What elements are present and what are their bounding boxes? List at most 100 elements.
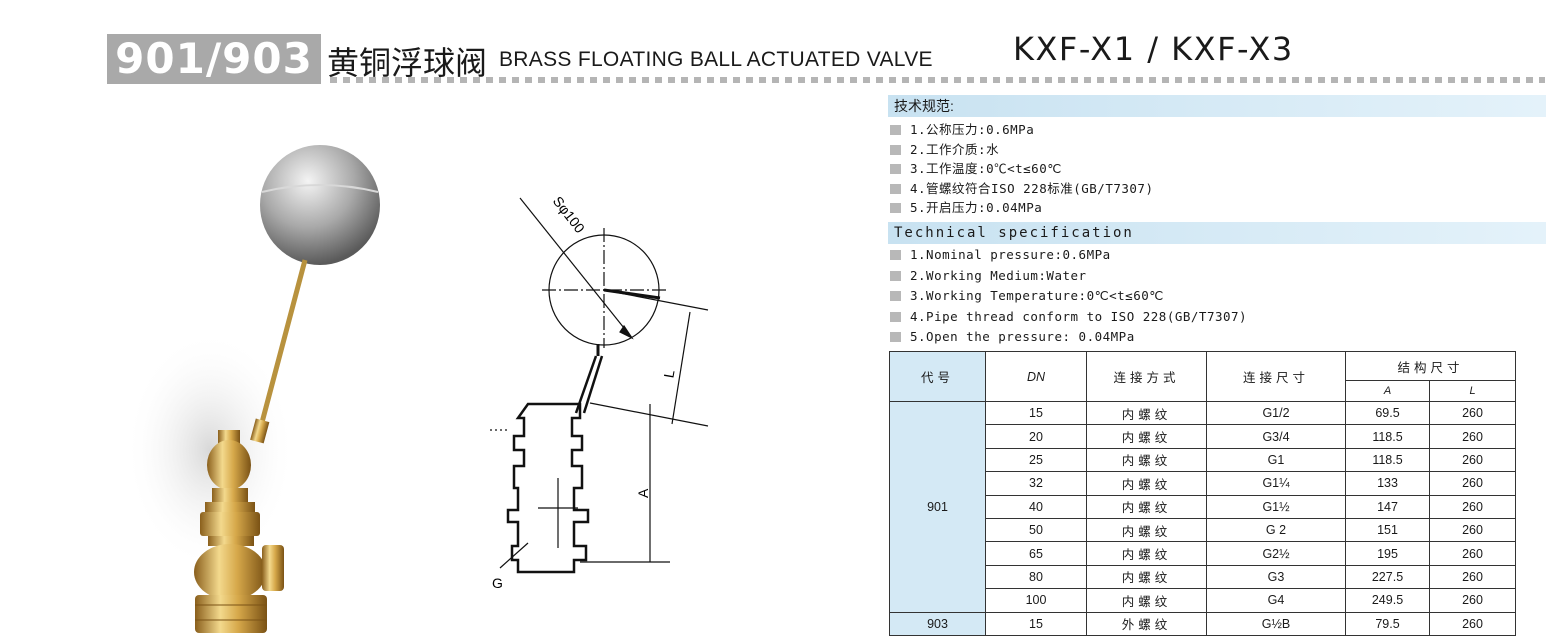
header-connection-type: 连接方式 [1086, 351, 1207, 402]
a-cell: 195 [1345, 541, 1430, 566]
dn-cell: 80 [985, 564, 1087, 590]
bullet-square-icon [890, 311, 901, 322]
bullet-square-icon [890, 144, 901, 155]
a-cell: 69.5 [1345, 400, 1430, 426]
header-dimensions: 结构尺寸 [1344, 351, 1517, 381]
size-cell: G2½ [1206, 541, 1346, 566]
type-cell: 内螺纹 [1086, 471, 1207, 496]
type-cell: 内螺纹 [1086, 541, 1207, 566]
header-l: L [1428, 380, 1517, 402]
header-a: A [1345, 380, 1430, 402]
l-cell: 260 [1428, 541, 1517, 566]
a-cell: 118.5 [1345, 447, 1430, 473]
dn-cell: 32 [985, 471, 1087, 496]
bullet-square-icon [890, 164, 901, 175]
spec-en-list: 1.Nominal pressure:0.6MPa 2.Working Medi… [890, 245, 1247, 348]
type-cell: 内螺纹 [1086, 447, 1207, 473]
dn-cell: 15 [985, 611, 1087, 636]
bullet-square-icon [890, 125, 901, 135]
spec-cn-item: 5.开启压力:0.04MPa [890, 198, 1154, 218]
l-cell: 260 [1428, 424, 1517, 449]
dn-cell: 40 [985, 494, 1087, 519]
sphere-diameter-label: Sφ100 [550, 193, 588, 236]
dn-cell: 20 [985, 424, 1087, 449]
l-cell: 260 [1428, 447, 1517, 473]
technical-drawing: Sφ100 L A G [490, 193, 709, 591]
a-cell: 118.5 [1345, 424, 1430, 449]
table-row: 32 内螺纹 G1¼ 133 260 [890, 471, 1517, 496]
type-cell: 内螺纹 [1086, 588, 1207, 613]
size-cell: G3/4 [1206, 424, 1346, 449]
size-cell: G4 [1206, 588, 1346, 613]
a-cell: 227.5 [1345, 564, 1430, 590]
thread-G-label: G [492, 575, 503, 591]
dashed-divider [330, 77, 1545, 83]
type-cell: 外螺纹 [1086, 611, 1207, 636]
spec-table: 代号 DN 连接方式 连接尺寸 结构尺寸 A L 901 15 内螺纹 G1/2… [889, 351, 1517, 636]
size-cell: G3 [1206, 564, 1346, 590]
size-cell: G½B [1206, 611, 1346, 636]
group-code-cell: 903 [889, 611, 986, 636]
spec-en-item: 1.Nominal pressure:0.6MPa [890, 245, 1247, 266]
l-cell: 260 [1428, 471, 1517, 496]
bullet-square-icon [890, 291, 901, 302]
l-cell: 260 [1428, 564, 1517, 590]
table-row: 40 内螺纹 G1½ 147 260 [890, 494, 1517, 519]
type-cell: 内螺纹 [1086, 424, 1207, 449]
a-cell: 151 [1345, 517, 1430, 543]
spec-en-heading: Technical specification [888, 222, 1546, 244]
table-row: 65 内螺纹 G2½ 195 260 [890, 541, 1517, 566]
dn-cell: 15 [985, 400, 1087, 426]
table-row: 100 内螺纹 G4 249.5 260 [890, 588, 1517, 613]
l-cell: 260 [1428, 494, 1517, 519]
header-dn: DN [985, 351, 1087, 402]
dimension-L-label: L [660, 368, 677, 379]
valve-photo [125, 145, 380, 633]
spec-en-item: 4.Pipe thread conform to ISO 228(GB/T730… [890, 307, 1247, 328]
spec-cn-item: 4.管螺纹符合ISO 228标准(GB/T7307) [890, 179, 1154, 199]
table-row: 901 15 内螺纹 G1/2 69.5 260 [889, 400, 1517, 613]
header-code: 代号 [889, 351, 986, 402]
spec-en-item: 2.Working Medium:Water [890, 266, 1247, 287]
size-cell: G1½ [1206, 494, 1346, 519]
a-cell: 147 [1345, 494, 1430, 519]
spec-cn-item: 3.工作温度:0℃<t≤60℃ [890, 159, 1154, 179]
dn-cell: 65 [985, 541, 1087, 566]
a-cell: 133 [1345, 471, 1430, 496]
l-cell: 260 [1428, 588, 1517, 613]
size-cell: G 2 [1206, 517, 1346, 543]
spec-cn-heading: 技术规范: [888, 95, 1546, 117]
table-row: 25 内螺纹 G1 118.5 260 [890, 447, 1517, 473]
english-title: BRASS FLOATING BALL ACTUATED VALVE [499, 48, 933, 71]
header-connection-size: 连接尺寸 [1206, 351, 1346, 402]
type-cell: 内螺纹 [1086, 564, 1207, 590]
a-cell: 79.5 [1345, 611, 1430, 636]
spec-en-item: 5.Open the pressure: 0.04MPa [890, 327, 1247, 348]
chinese-title: 黄铜浮球阀 [327, 44, 488, 82]
spec-en-item: 3.Working Temperature:0℃<t≤60℃ [890, 286, 1247, 307]
l-cell: 260 [1428, 611, 1517, 636]
model-number: KXF-X1 / KXF-X3 [1013, 30, 1294, 68]
dimension-A-label: A [635, 488, 651, 498]
spec-cn-item: 1.公称压力:0.6MPa [890, 120, 1154, 140]
l-cell: 260 [1428, 517, 1517, 543]
a-cell: 249.5 [1345, 588, 1430, 613]
size-cell: G1 [1206, 447, 1346, 473]
bullet-square-icon [890, 270, 901, 281]
bullet-square-icon [890, 250, 901, 260]
spec-cn-item: 2.工作介质:水 [890, 140, 1154, 160]
size-cell: G1¼ [1206, 471, 1346, 496]
dn-cell: 100 [985, 588, 1087, 613]
bullet-square-icon [890, 332, 901, 343]
dn-cell: 25 [985, 447, 1087, 473]
spec-cn-list: 1.公称压力:0.6MPa 2.工作介质:水 3.工作温度:0℃<t≤60℃ 4… [890, 120, 1154, 218]
type-cell: 内螺纹 [1086, 517, 1207, 543]
table-row: 20 内螺纹 G3/4 118.5 260 [890, 424, 1517, 449]
bullet-square-icon [890, 183, 901, 194]
bullet-square-icon [890, 203, 901, 214]
type-cell: 内螺纹 [1086, 494, 1207, 519]
group-code-cell: 901 [889, 401, 986, 613]
product-code-badge: 901/903 [107, 34, 321, 84]
dn-cell: 50 [985, 517, 1087, 543]
type-cell: 内螺纹 [1086, 400, 1207, 426]
